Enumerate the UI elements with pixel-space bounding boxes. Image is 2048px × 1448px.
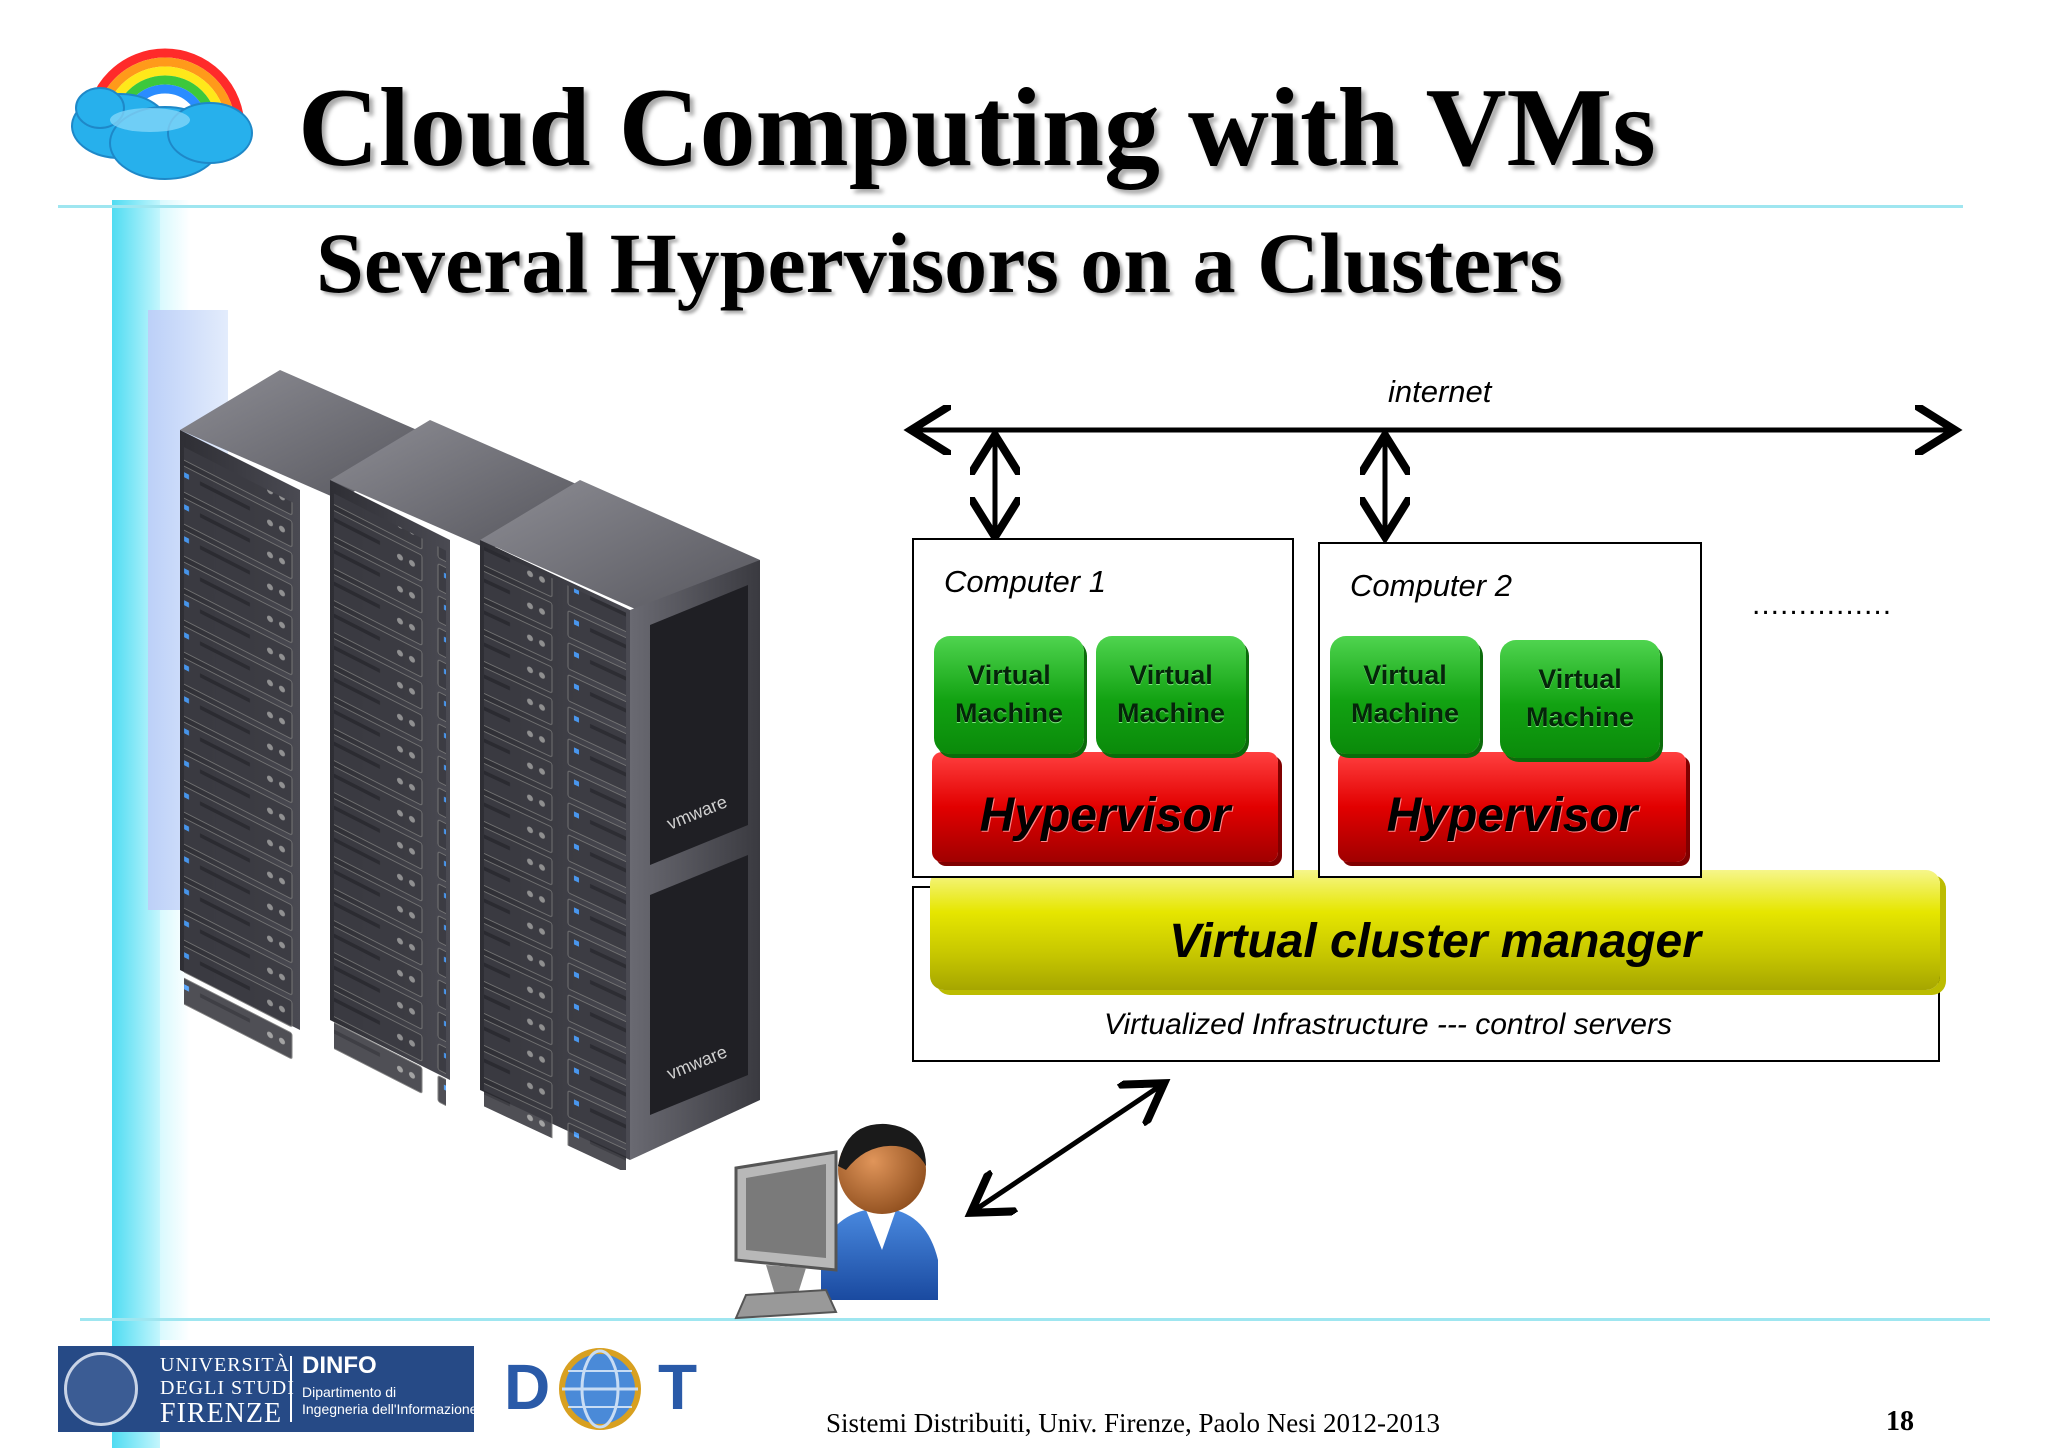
slide-subtitle: Several Hypervisors on a Clusters <box>316 215 1563 311</box>
vm-label-line2: Machine <box>1116 698 1226 728</box>
vm-label-line2: Machine <box>1350 698 1460 728</box>
logo-divider <box>290 1356 292 1422</box>
computer-2-label: Computer 2 <box>1350 568 1512 603</box>
university-name-line3: FIRENZE <box>160 1398 283 1429</box>
vm-label-line1: Virtual <box>1538 664 1622 695</box>
virtual-cluster-manager-bar: Virtual cluster manager <box>930 870 1940 990</box>
dinfo-subtitle-line1: Dipartimento di <box>302 1384 397 1400</box>
computer-1-vm-1: Virtual Machine <box>934 636 1084 754</box>
page-number: 18 <box>1886 1406 1914 1437</box>
globe-icon <box>559 1348 641 1430</box>
user-at-computer-icon <box>734 1123 938 1320</box>
footer-divider <box>80 1318 1990 1321</box>
disit-letter-t: T <box>658 1351 698 1423</box>
more-computers-dots: ............... <box>1752 588 1893 621</box>
disit-letter-d: D <box>504 1351 551 1423</box>
university-name-line1: UNIVERSITÀ <box>160 1354 290 1376</box>
vm-label-line1: Virtual <box>1129 660 1213 691</box>
infrastructure-label: Virtualized Infrastructure --- control s… <box>1104 1008 1672 1041</box>
dinfo-name: DINFO <box>302 1352 377 1379</box>
computer-1-label: Computer 1 <box>944 564 1106 599</box>
university-seal-icon <box>64 1352 138 1426</box>
dinfo-subtitle-line2: Ingegneria dell'Informazione <box>302 1401 478 1417</box>
computer-2-vm-1: Virtual Machine <box>1330 636 1480 754</box>
vm-label-line1: Virtual <box>1363 660 1447 691</box>
user-link-arrow <box>975 1086 1160 1210</box>
computer-1-vm-2: Virtual Machine <box>1096 636 1246 754</box>
computer-1-hypervisor-label: Hypervisor <box>979 789 1231 842</box>
computer-2-hypervisor: Hypervisor <box>1338 752 1686 862</box>
disit-logo: D T <box>500 1344 700 1434</box>
computer-2-vm-2: Virtual Machine <box>1500 640 1660 758</box>
server-rack-illustration: vmware vmware <box>180 370 760 1170</box>
university-logo: UNIVERSITÀ DEGLI STUDI FIRENZE DINFO Dip… <box>58 1346 478 1432</box>
header-divider <box>58 205 1963 208</box>
computer-2-hypervisor-label: Hypervisor <box>1386 789 1638 842</box>
university-name-line2: DEGLI STUDI <box>160 1377 295 1399</box>
computer-1-hypervisor: Hypervisor <box>932 752 1278 862</box>
vm-label-line2: Machine <box>954 698 1064 728</box>
vm-label-line1: Virtual <box>967 660 1051 691</box>
footer-course-text: Sistemi Distribuiti, Univ. Firenze, Paol… <box>826 1408 1440 1438</box>
vm-label-line2: Machine <box>1525 702 1635 732</box>
slide-title: Cloud Computing with VMs <box>298 66 1656 190</box>
internet-label: internet <box>1388 374 1492 409</box>
virtual-cluster-manager-label: Virtual cluster manager <box>1169 915 1701 968</box>
rainbow-cloud-icon <box>71 48 253 180</box>
